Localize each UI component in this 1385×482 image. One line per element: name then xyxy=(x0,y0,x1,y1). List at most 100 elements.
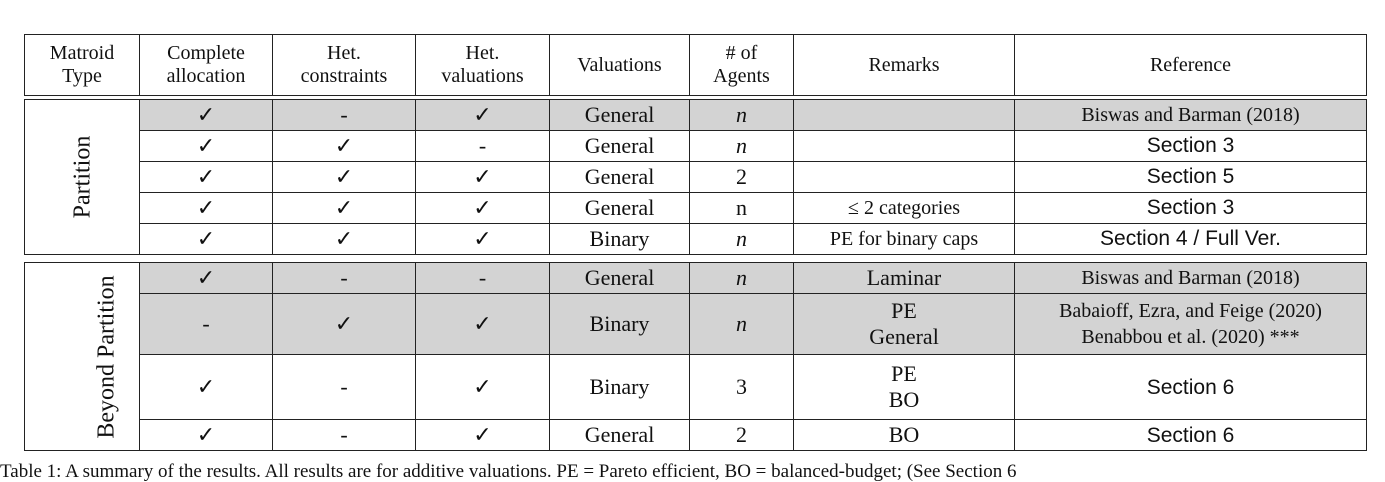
group-label: Beyond Partition xyxy=(93,274,120,439)
complete-allocation-cell: ✓ xyxy=(139,354,273,420)
reference-cell: Section 6 xyxy=(1014,419,1367,451)
het-valuations-cell: ✓ xyxy=(415,354,550,420)
valuations-cell: Binary xyxy=(549,354,690,420)
agents-cell: n xyxy=(689,262,794,294)
valuations-value: General xyxy=(584,102,655,127)
reference-cell: Babaioff, Ezra, and Feige (2020) Benabbou… xyxy=(1014,293,1367,355)
het-constraints-cell: - xyxy=(272,354,416,420)
column-header: Het.constraints xyxy=(272,34,416,96)
het-valuations-cell: ✓ xyxy=(415,161,550,193)
reference-value: Section 6 xyxy=(1146,423,1235,447)
complete-allocation-cell: ✓ xyxy=(139,192,273,224)
remarks-cell: ≤ 2 categories xyxy=(793,192,1015,224)
het-constraints-cell: ✓ xyxy=(272,161,416,193)
het-valuations-cell: ✓ xyxy=(415,293,550,355)
het-valuations-value: ✓ xyxy=(473,164,492,189)
column-header: Remarks xyxy=(793,34,1015,96)
reference-line: Babaioff, Ezra, and Feige (2020) xyxy=(1059,300,1322,322)
reference-line: Benabbou et al. (2020) *** xyxy=(1081,326,1300,348)
valuations-value: Binary xyxy=(589,226,650,251)
remarks-line: General xyxy=(869,324,939,349)
het-constraints-value: ✓ xyxy=(334,311,354,336)
complete-allocation-cell: - xyxy=(139,293,273,355)
complete-allocation-value: ✓ xyxy=(196,226,216,251)
column-header-line: Type xyxy=(62,65,102,87)
column-header-line: Reference xyxy=(1149,53,1232,76)
agents-value: 3 xyxy=(736,374,747,399)
column-header: Reference xyxy=(1014,34,1367,96)
het-constraints-value: - xyxy=(340,102,348,127)
remarks-value: BO xyxy=(888,422,920,447)
group-label-cell: Beyond Partition xyxy=(24,262,140,451)
remarks-line: BO xyxy=(888,387,920,412)
remarks-line: PE xyxy=(891,298,917,323)
het-valuations-cell: ✓ xyxy=(415,419,550,451)
agents-cell: n xyxy=(689,99,794,131)
column-header-line: Remarks xyxy=(868,53,940,76)
valuations-value: General xyxy=(584,265,655,290)
remarks-value: Laminar xyxy=(866,265,942,290)
column-header-line: Het. xyxy=(327,42,361,64)
het-valuations-value: ✓ xyxy=(473,226,492,251)
table-caption: Table 1: A summary of the results. All r… xyxy=(0,462,1017,482)
valuations-cell: General xyxy=(549,262,690,294)
reference-cell: Section 6 xyxy=(1014,354,1367,420)
valuations-value: Binary xyxy=(589,311,650,336)
het-valuations-value: ✓ xyxy=(473,374,492,399)
valuations-cell: General xyxy=(549,419,690,451)
het-valuations-cell: ✓ xyxy=(415,223,550,255)
reference-value: Section 6 xyxy=(1146,375,1235,399)
agents-cell: 3 xyxy=(689,354,794,420)
complete-allocation-value: ✓ xyxy=(196,374,216,399)
reference-cell: Section 4 / Full Ver. xyxy=(1014,223,1367,255)
group-label-cell: Partition xyxy=(24,99,140,255)
column-header-line: allocation xyxy=(166,65,246,87)
het-constraints-value: - xyxy=(340,265,348,290)
valuations-value: General xyxy=(584,195,655,220)
remarks-cell xyxy=(793,130,1015,162)
valuations-cell: General xyxy=(549,130,690,162)
agents-value: n xyxy=(736,102,747,127)
het-valuations-value: ✓ xyxy=(473,311,492,336)
het-constraints-cell: - xyxy=(272,419,416,451)
het-constraints-cell: ✓ xyxy=(272,223,416,255)
complete-allocation-cell: ✓ xyxy=(139,262,273,294)
agents-cell: 2 xyxy=(689,419,794,451)
valuations-value: Binary xyxy=(589,374,650,399)
het-valuations-cell: ✓ xyxy=(415,192,550,224)
reference-value: Section 5 xyxy=(1146,165,1235,188)
complete-allocation-value: ✓ xyxy=(196,164,216,189)
remarks-value: PE for binary caps xyxy=(829,228,979,250)
agents-value: 2 xyxy=(736,422,747,447)
column-header-line: Valuations xyxy=(577,53,662,76)
column-header-line: valuations xyxy=(441,65,524,87)
agents-cell: 2 xyxy=(689,161,794,193)
reference-value: Biswas and Barman (2018) xyxy=(1081,104,1300,126)
column-header-line: constraints xyxy=(300,65,388,87)
het-constraints-cell: - xyxy=(272,99,416,131)
complete-allocation-value: - xyxy=(202,311,210,336)
complete-allocation-cell: ✓ xyxy=(139,223,273,255)
complete-allocation-cell: ✓ xyxy=(139,99,273,131)
het-valuations-value: ✓ xyxy=(473,102,492,127)
valuations-value: General xyxy=(584,422,655,447)
remarks-cell: PE for binary caps xyxy=(793,223,1015,255)
column-header-line: Agents xyxy=(713,65,770,87)
complete-allocation-cell: ✓ xyxy=(139,161,273,193)
complete-allocation-cell: ✓ xyxy=(139,130,273,162)
agents-value: n xyxy=(736,265,747,290)
het-constraints-cell: ✓ xyxy=(272,293,416,355)
complete-allocation-value: ✓ xyxy=(196,102,216,127)
het-constraints-cell: ✓ xyxy=(272,130,416,162)
column-header: Valuations xyxy=(549,34,690,96)
het-constraints-value: ✓ xyxy=(334,226,354,251)
reference-cell: Section 3 xyxy=(1014,192,1367,224)
